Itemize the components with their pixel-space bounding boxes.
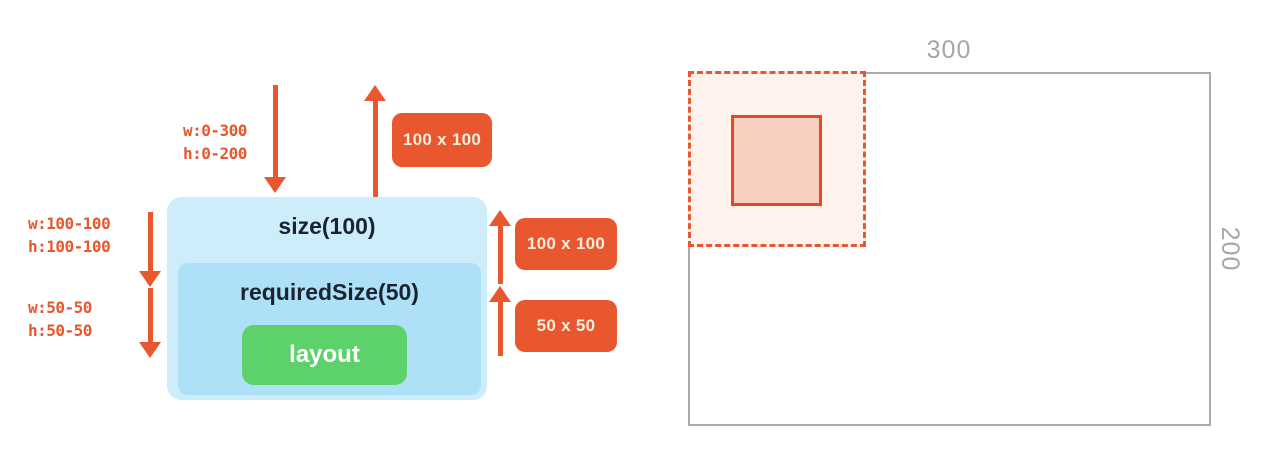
size-constraint-area-rect xyxy=(688,71,866,247)
size-constraints-width: w:100-100 xyxy=(28,214,111,233)
resolved-size-badge-bottom: 50 x 50 xyxy=(515,300,617,352)
required-constraints-label: w:50-50 h:50-50 xyxy=(28,296,92,342)
layout-node-box: layout xyxy=(242,325,407,385)
resolved-size-badge-bottom-label: 50 x 50 xyxy=(536,316,596,335)
size-modifier-label: size(100) xyxy=(278,213,376,239)
required-constraints-height: h:50-50 xyxy=(28,321,92,340)
size-constraints-arrow-icon xyxy=(139,212,161,287)
constraints-in-arrow-icon xyxy=(264,85,286,193)
size-constraints-label: w:100-100 h:100-100 xyxy=(28,212,111,258)
resolved-size-badge-middle-label: 100 x 100 xyxy=(526,234,606,253)
layout-size-arrow-icon xyxy=(489,286,511,356)
layout-result-square xyxy=(731,115,822,206)
incoming-constraints-width: w:0-300 xyxy=(183,121,247,140)
incoming-constraints-label: w:0-300 h:0-200 xyxy=(183,119,247,165)
result-diagram: 300 200 xyxy=(660,0,1280,462)
incoming-constraints-height: h:0-200 xyxy=(183,144,247,163)
size-constraints-height: h:100-100 xyxy=(28,237,111,256)
resolved-size-badge-middle: 100 x 100 xyxy=(515,218,617,270)
size-out-arrow-icon xyxy=(364,85,386,197)
resolved-size-badge-top: 100 x 100 xyxy=(392,113,492,167)
required-size-modifier-box: requiredSize(50) layout xyxy=(178,263,481,395)
constraints-diagram: w:0-300 h:0-200 100 x 100 size(100) requ… xyxy=(28,85,617,400)
layout-node-label: layout xyxy=(289,341,360,368)
required-constraints-width: w:50-50 xyxy=(28,298,92,317)
parent-width-label: 300 xyxy=(926,36,972,64)
resolved-size-badge-top-label: 100 x 100 xyxy=(402,130,482,149)
measured-size-arrow-icon xyxy=(489,210,511,284)
required-size-modifier-label: requiredSize(50) xyxy=(240,279,419,305)
parent-height-label: 200 xyxy=(1216,226,1244,272)
required-constraints-arrow-icon xyxy=(139,288,161,358)
